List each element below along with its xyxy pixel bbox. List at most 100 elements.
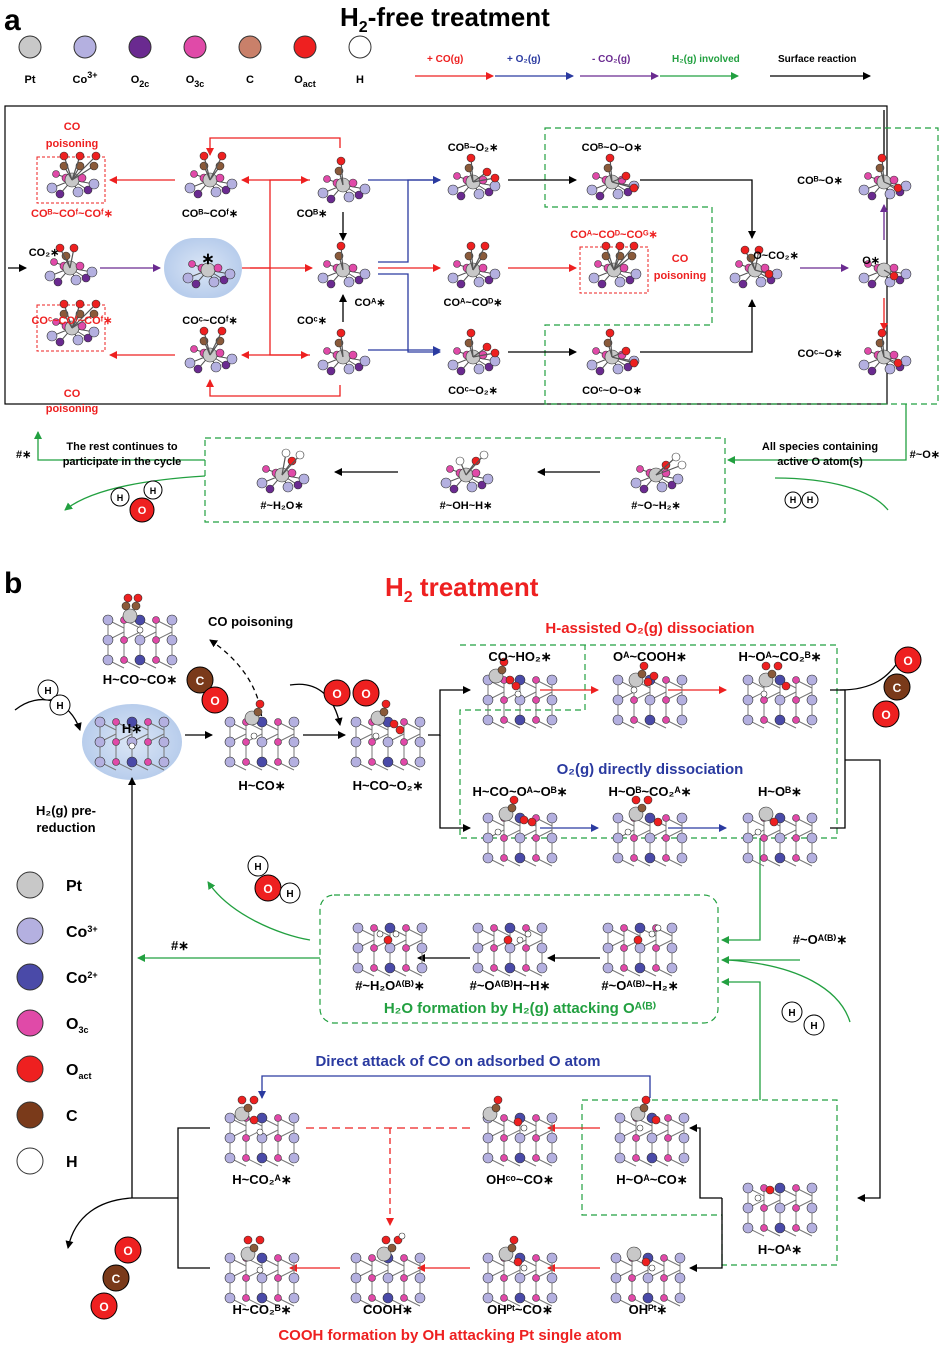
mol-coa-cod	[447, 241, 501, 289]
species-h2o-oab: #~H₂Oᴬ⁽ᴮ⁾∗	[355, 978, 425, 993]
mol-star	[182, 260, 236, 289]
species-coc: COᶜ∗	[297, 315, 327, 327]
co-poisoning-label-1a: CO	[64, 121, 81, 133]
legend-swatch	[16, 1009, 44, 1037]
mol-h-oa-co	[614, 1095, 690, 1167]
mol-oh-h-a	[440, 450, 494, 494]
poison-box-mid	[579, 246, 649, 294]
svg-text:O: O	[332, 687, 341, 701]
mol-o-h2-a	[630, 452, 687, 494]
mol-ohco-co	[482, 1095, 558, 1167]
arrow-legend-label: - CO₂(g)	[592, 54, 630, 65]
species-star: ∗	[201, 251, 214, 268]
svg-text:H: H	[44, 686, 51, 697]
legend-swatch	[16, 871, 44, 899]
mol-cooh	[350, 1232, 426, 1307]
species-h-ob: H~Oᴮ∗	[758, 784, 802, 799]
svg-text:C: C	[893, 681, 902, 695]
legend-label: Pt	[66, 878, 83, 895]
panel-a-letter: a	[4, 4, 21, 37]
arrow-legend-item-4: Surface reaction	[770, 54, 871, 80]
panel-a-labels: CO poisoning COᴮ~COᶠ~COᶠ∗ COᴮ~COᶠ∗ COᴮ∗ …	[16, 121, 940, 512]
legend-swatch	[16, 1055, 44, 1083]
h2-pre-reduction-line2: reduction	[36, 820, 95, 835]
svg-text:H: H	[150, 486, 157, 496]
mol-cob	[317, 156, 371, 204]
panel-a-frame	[4, 105, 888, 405]
panel-b-letter: b	[4, 567, 22, 600]
mol-cob-o2	[447, 153, 501, 201]
panel-a-title: H2-free treatment	[340, 2, 550, 36]
species-h-co2a: H~CO₂ᴬ∗	[232, 1172, 291, 1187]
co-poisoning-label-1b: poisoning	[46, 138, 99, 150]
mol-h-co-oa-ob	[482, 795, 558, 867]
h2-molecule-a: H H	[784, 491, 819, 509]
b-legend-item-5: C	[16, 1101, 78, 1129]
species-coa: COᴬ∗	[354, 297, 385, 309]
direct-attack-title: Direct attack of CO on adsorbed O atom	[315, 1053, 600, 1070]
co-poisoning-label-3b: poisoning	[654, 270, 707, 282]
legend-label: Oact	[294, 74, 316, 89]
legend-swatch	[238, 35, 262, 59]
species-h-co-oa-ob: H~CO~Oᴬ~Oᴮ∗	[473, 784, 568, 799]
direct-dissociation-title: O₂(g) directly dissociation	[557, 761, 744, 778]
mol-coc-cof-cof	[46, 299, 101, 347]
species-co2: CO₂∗	[29, 247, 60, 259]
legend-swatch	[16, 963, 44, 991]
h2-pre-reduction-line1: H₂(g) pre-	[36, 803, 96, 818]
species-coc-cof: COᶜ~COᶠ∗	[182, 315, 237, 327]
svg-text:H: H	[788, 1008, 795, 1019]
rest-continues-line1: The rest continues to	[66, 441, 178, 453]
legend-label: Co2+	[66, 970, 98, 987]
legend-swatch	[16, 1147, 44, 1175]
mol-h-co2b	[224, 1235, 300, 1307]
species-coa-cod-cog: COᴬ~COᴰ~COᴳ∗	[570, 229, 657, 241]
b-legend-item-0: Pt	[16, 871, 83, 899]
mol-h-ob	[742, 806, 818, 867]
h2o-formation-box-a	[204, 437, 726, 523]
panel-b-arrows	[14, 639, 906, 1272]
legend-label: Pt	[25, 74, 36, 86]
mol-o-co2	[729, 245, 783, 289]
svg-text:H: H	[117, 493, 124, 503]
svg-text:O: O	[99, 1300, 108, 1314]
svg-text:H: H	[254, 862, 261, 873]
legend-label: C	[66, 1108, 78, 1125]
a-legend-item-3: O3c	[183, 35, 207, 89]
species-ohco-co: OHᶜᵒ~CO∗	[486, 1172, 554, 1187]
arrow-legend-label: Surface reaction	[778, 54, 856, 65]
mol-coc-o-o	[586, 328, 640, 376]
species-cob-o-o: COᴮ~O~O∗	[582, 142, 643, 154]
rest-continues-line2: participate in the cycle	[63, 456, 182, 468]
o2-molecule-b: O O	[323, 679, 380, 707]
mol-coa	[317, 241, 371, 289]
mol-coa-cod-cog	[588, 241, 642, 289]
gas-molecules: H H C O O O O C O H O H H	[37, 480, 922, 1320]
panel-a-arrows	[8, 110, 907, 511]
arrow-legend-label: + CO(g)	[427, 54, 463, 65]
species-cob-cof-cof: COᴮ~COᶠ~COᶠ∗	[31, 208, 113, 220]
legend-swatch	[348, 35, 372, 59]
panel-a-structures	[44, 151, 912, 494]
hash-o-star-a: #~O∗	[910, 449, 940, 461]
mol-h-co-co	[102, 593, 178, 669]
mol-ohpt-co	[482, 1235, 558, 1307]
legend-swatch	[128, 35, 152, 59]
svg-text:O: O	[210, 694, 219, 708]
arrow-legend-label: H₂(g) involved	[672, 54, 740, 65]
a-legend-item-1: Co3+	[73, 35, 97, 86]
species-cob: COᴮ∗	[297, 208, 328, 220]
legend-label: H	[356, 74, 364, 86]
legend-label: O2c	[131, 74, 150, 89]
species-cob-o: COᴮ~O∗	[797, 175, 843, 187]
species-o-h2-a: #~O~H₂∗	[631, 500, 681, 512]
b-legend-item-6: H	[16, 1147, 78, 1175]
arrow-legend-item-0: + CO(g)	[415, 54, 494, 80]
h2o-formation-box-b	[319, 894, 719, 1024]
svg-text:H: H	[807, 495, 814, 505]
